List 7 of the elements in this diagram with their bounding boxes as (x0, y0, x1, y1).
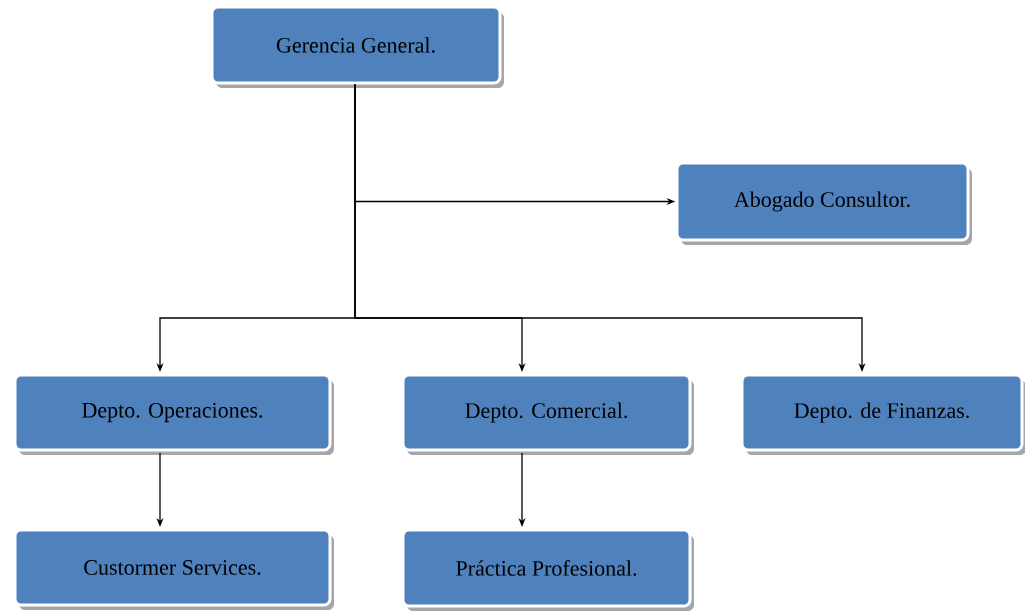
org-box: Abogado Consultor. (675, 161, 972, 245)
org-box: Custormer Services. (13, 528, 334, 610)
org-box: Gerencia General. (210, 5, 504, 88)
org-box: Depto. de Finanzas. (740, 373, 1025, 455)
org-box: Práctica Profesional. (401, 528, 694, 611)
org-box: Depto. Operaciones. (13, 373, 334, 455)
org-box: Depto. Comercial. (401, 373, 694, 455)
